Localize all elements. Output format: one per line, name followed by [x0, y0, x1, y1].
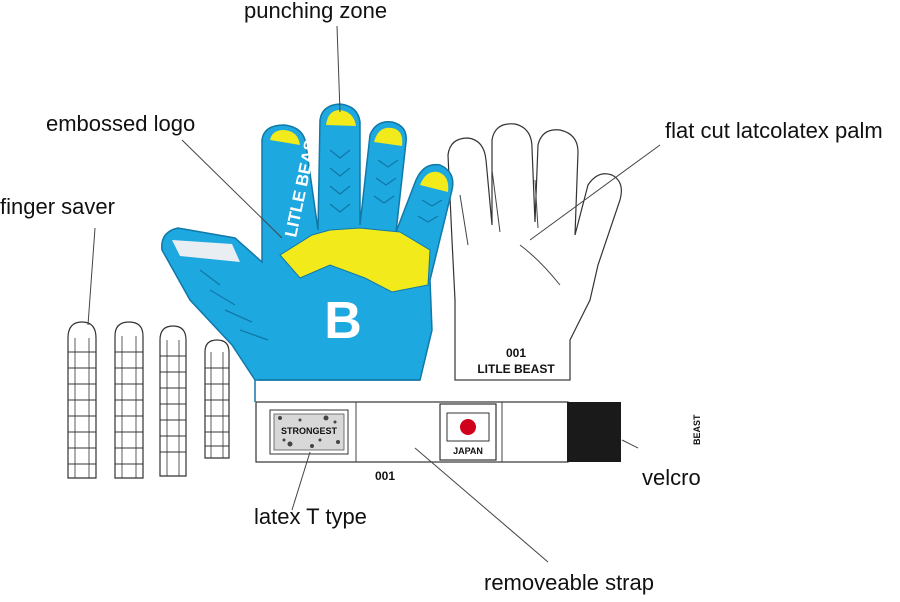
velcro-leader	[621, 439, 639, 449]
country-text: JAPAN	[453, 446, 483, 456]
finger-saver-1	[67, 321, 97, 479]
label-removeable-strap: removeable strap	[484, 570, 654, 595]
strap-leader	[414, 447, 549, 563]
label-embossed-logo: embossed logo	[46, 111, 195, 136]
back-glove: B LITLE BEAST	[161, 103, 454, 402]
label-velcro: velcro	[642, 465, 701, 490]
latex-leader	[291, 451, 311, 511]
label-finger-saver: finger saver	[0, 194, 115, 219]
finger-savers	[67, 321, 230, 479]
punching-zone-leader	[336, 25, 341, 113]
back-name-text: LITLE BEAST	[477, 362, 555, 376]
back-number-text: 001	[506, 346, 526, 360]
side-text: BEAST	[692, 414, 702, 445]
patch-text: STRONGEST	[281, 426, 338, 436]
finger-saver-leader	[87, 227, 96, 326]
velcro-patch	[567, 402, 621, 462]
label-punching-zone: punching zone	[244, 0, 387, 23]
embossed-logo-leader	[181, 139, 283, 239]
label-latex-t-type: latex T type	[254, 504, 367, 529]
label-flat-cut-palm: flat cut latcolatex palm	[665, 118, 883, 143]
b-logo-text: B	[324, 292, 362, 350]
latex-t-patch: STRONGEST	[269, 409, 349, 455]
finger-saver-3	[159, 325, 187, 477]
strap-number-text: 001	[375, 469, 395, 483]
finger-saver-4	[204, 339, 230, 459]
palm-leader	[529, 144, 661, 241]
palm-glove-outline: 001 LITLE BEAST	[447, 123, 622, 381]
flag-sun-icon	[460, 419, 476, 435]
finger-saver-2	[114, 321, 144, 479]
